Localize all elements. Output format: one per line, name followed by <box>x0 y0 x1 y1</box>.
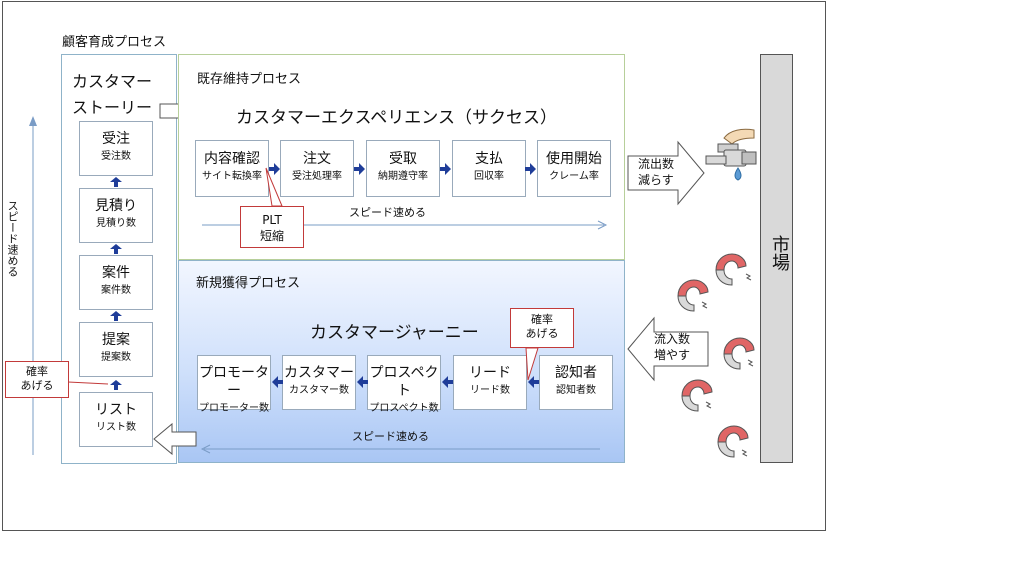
acquire-step-customer: カスタマーカスタマー数 <box>282 355 356 410</box>
outflow-label: 流出数減らす <box>638 157 675 187</box>
market-label: 市場 <box>769 235 790 271</box>
story-step-deal: 案件案件数 <box>79 255 153 310</box>
acquire-speed-line <box>200 444 600 454</box>
story-step-list: リストリスト数 <box>79 392 153 447</box>
acquisition-heading: カスタマージャーニー <box>310 323 479 343</box>
inflow-arrow <box>627 316 709 382</box>
magnet-icon <box>681 379 713 412</box>
right-arrow-icon <box>525 163 536 175</box>
retain-step-order: 注文受注処理率 <box>280 140 354 197</box>
right-arrow-icon <box>440 163 451 175</box>
retain-speed-label: スピード速める <box>349 206 426 219</box>
retention-heading: カスタマーエクスペリエンス（サクセス） <box>236 108 557 128</box>
diagram-title: 顧客育成プロセス <box>62 35 167 50</box>
story-callout: 確率あげる <box>5 361 69 398</box>
left-arrow-icon <box>272 376 283 388</box>
retain-step-receive: 受取納期遵守率 <box>366 140 440 197</box>
story-title-line1: カスタマー <box>72 72 153 91</box>
magnet-icon <box>715 253 752 286</box>
inflow-label: 流入数増やす <box>654 332 691 362</box>
left-arrow-icon <box>528 376 539 388</box>
story-step-order: 受注受注数 <box>79 121 153 176</box>
up-arrow-icon <box>110 244 122 254</box>
outflow-arrow <box>627 140 705 206</box>
acquire-speed-label: スピード速める <box>352 430 429 443</box>
acquire-to-story-arrow <box>153 422 197 456</box>
magnet-icon <box>717 425 749 458</box>
retain-step-confirm: 内容確認サイト転換率 <box>195 140 269 197</box>
up-arrow-icon <box>110 177 122 187</box>
acquire-step-lead: リードリード数 <box>453 355 527 410</box>
callout-pointer <box>68 381 109 385</box>
left-arrow-icon <box>442 376 453 388</box>
left-speed-axis <box>29 116 37 455</box>
left-arrow-icon <box>357 376 368 388</box>
right-arrow-icon <box>354 163 365 175</box>
story-title-line2: ストーリー <box>72 98 153 117</box>
acquire-callout: 確率あげる <box>510 308 574 348</box>
acquire-step-promoter: プロモータープロモーター数 <box>197 355 271 414</box>
magnet-icon <box>677 279 709 312</box>
retain-step-start-use: 使用開始クレーム率 <box>537 140 611 197</box>
plt-callout-pointer <box>265 167 283 207</box>
acquire-step-aware: 認知者認知者数 <box>539 355 613 410</box>
acquisition-title: 新規獲得プロセス <box>196 276 301 291</box>
retention-title: 既存維持プロセス <box>197 72 302 87</box>
faucet-icon <box>705 128 757 181</box>
right-arrow-icon <box>269 163 280 175</box>
acquire-step-prospect: プロスペクトプロスペクト数 <box>367 355 441 414</box>
retain-step-payment: 支払回収率 <box>452 140 526 197</box>
left-speed-label: スピード速める <box>6 200 19 277</box>
acquire-callout-pointer <box>525 347 539 381</box>
up-arrow-icon <box>110 311 122 321</box>
up-arrow-icon <box>110 380 122 390</box>
market-bar: 市場 <box>760 54 793 463</box>
story-step-estimate: 見積り見積り数 <box>79 188 153 243</box>
magnet-icon <box>723 337 755 370</box>
story-step-proposal: 提案提案数 <box>79 322 153 377</box>
